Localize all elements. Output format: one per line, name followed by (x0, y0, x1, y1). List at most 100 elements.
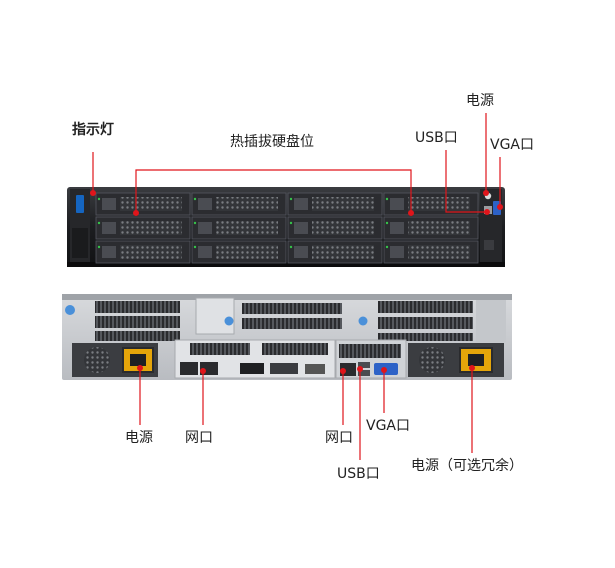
drive-bay-grid (95, 192, 479, 264)
pcie-slot (95, 331, 180, 341)
drive-bay[interactable] (287, 192, 383, 216)
drive-handle[interactable] (294, 198, 308, 210)
label-vga-rear: VGA口 (366, 418, 411, 434)
drive-vent (312, 245, 374, 259)
callout-dot (137, 365, 143, 371)
pcie-slot (242, 303, 342, 314)
drive-handle[interactable] (294, 222, 308, 234)
release-tab-icon[interactable] (65, 305, 75, 315)
drive-bay[interactable] (191, 240, 287, 264)
drive-vent (120, 245, 182, 259)
pcie-slot (378, 317, 473, 329)
pcie-slot (378, 301, 473, 313)
release-tab-icon[interactable] (358, 316, 368, 326)
drive-vent (408, 197, 470, 211)
front-chassis (67, 187, 505, 267)
rear-callout-dots (137, 365, 475, 374)
drive-bay[interactable] (287, 240, 383, 264)
label-power-left: 电源 (125, 430, 153, 446)
drive-handle[interactable] (102, 198, 116, 210)
right-control-ear (480, 189, 502, 262)
status-led-icon (76, 195, 84, 213)
drive-handle[interactable] (294, 246, 308, 258)
front-callouts (92, 113, 501, 213)
fan-icon (84, 347, 110, 373)
drive-led-icon (97, 245, 101, 249)
drive-led-icon (289, 197, 293, 201)
callout-dot (133, 210, 139, 216)
lan-port-icon (180, 362, 198, 375)
drive-vent (120, 221, 182, 235)
label-indicator: 指示灯 (72, 122, 114, 138)
drive-led-icon (385, 245, 389, 249)
ocp-slot (190, 343, 250, 355)
drive-led-icon (289, 245, 293, 249)
label-hot-swap-bays: 热插拔硬盘位 (230, 134, 314, 150)
callout-dot (497, 204, 503, 210)
drive-vent (408, 221, 470, 235)
drive-bay[interactable] (383, 192, 479, 216)
pcie-slot (378, 333, 473, 341)
drive-bay[interactable] (383, 216, 479, 240)
callout-hot-swap (135, 169, 412, 213)
drive-led-icon (193, 245, 197, 249)
pcie-slot (242, 318, 342, 329)
fan-icon (419, 347, 445, 373)
callout-dot (483, 190, 489, 196)
drive-bay[interactable] (95, 216, 191, 240)
rear-callouts (139, 368, 473, 460)
label-lan-right: 网口 (325, 430, 353, 446)
drive-handle[interactable] (198, 198, 212, 210)
drive-led-icon (97, 221, 101, 225)
drive-handle[interactable] (102, 222, 116, 234)
drive-vent (312, 197, 374, 211)
label-vga-front: VGA口 (490, 137, 535, 153)
drive-handle[interactable] (390, 246, 404, 258)
pcie-slot (95, 316, 180, 328)
drive-led-icon (193, 197, 197, 201)
drive-led-icon (193, 221, 197, 225)
drive-bay[interactable] (287, 216, 383, 240)
drive-vent (216, 245, 278, 259)
drive-handle[interactable] (198, 222, 212, 234)
callout-dot (484, 209, 490, 215)
usb-port-rear-icon (358, 370, 370, 376)
release-tab-icon[interactable] (224, 316, 234, 326)
label-power-front: 电源 (466, 93, 494, 109)
callout-dot (381, 367, 387, 373)
drive-led-icon (289, 221, 293, 225)
drive-handle[interactable] (102, 246, 116, 258)
drive-handle[interactable] (390, 198, 404, 210)
front-callout-dots (90, 190, 503, 216)
drive-vent (216, 221, 278, 235)
callout-dot (340, 368, 346, 374)
drive-vent (312, 221, 374, 235)
label-usb-front: USB口 (415, 130, 458, 146)
usb-port-rear-icon (358, 362, 370, 368)
callout-dot (408, 210, 414, 216)
drive-bay[interactable] (191, 192, 287, 216)
label-lan-left: 网口 (185, 430, 213, 446)
drive-bay[interactable] (95, 240, 191, 264)
callout-dot (357, 366, 363, 372)
callout-dot (200, 368, 206, 374)
callout-dot (469, 365, 475, 371)
callout-dot (90, 190, 96, 196)
drive-bay[interactable] (191, 216, 287, 240)
drive-bay[interactable] (95, 192, 191, 216)
label-usb-rear: USB口 (337, 466, 380, 482)
drive-vent (216, 197, 278, 211)
label-power-redundant: 电源（可选冗余） (411, 458, 523, 474)
pcie-slot (95, 301, 180, 313)
callout-usb-front (445, 150, 487, 213)
drive-handle[interactable] (390, 222, 404, 234)
drive-vent (120, 197, 182, 211)
drive-led-icon (385, 197, 389, 201)
drive-led-icon (97, 197, 101, 201)
ocp-slot (262, 343, 328, 355)
rear-chassis (62, 294, 512, 380)
drive-bay[interactable] (383, 240, 479, 264)
drive-handle[interactable] (198, 246, 212, 258)
drive-vent (408, 245, 470, 259)
